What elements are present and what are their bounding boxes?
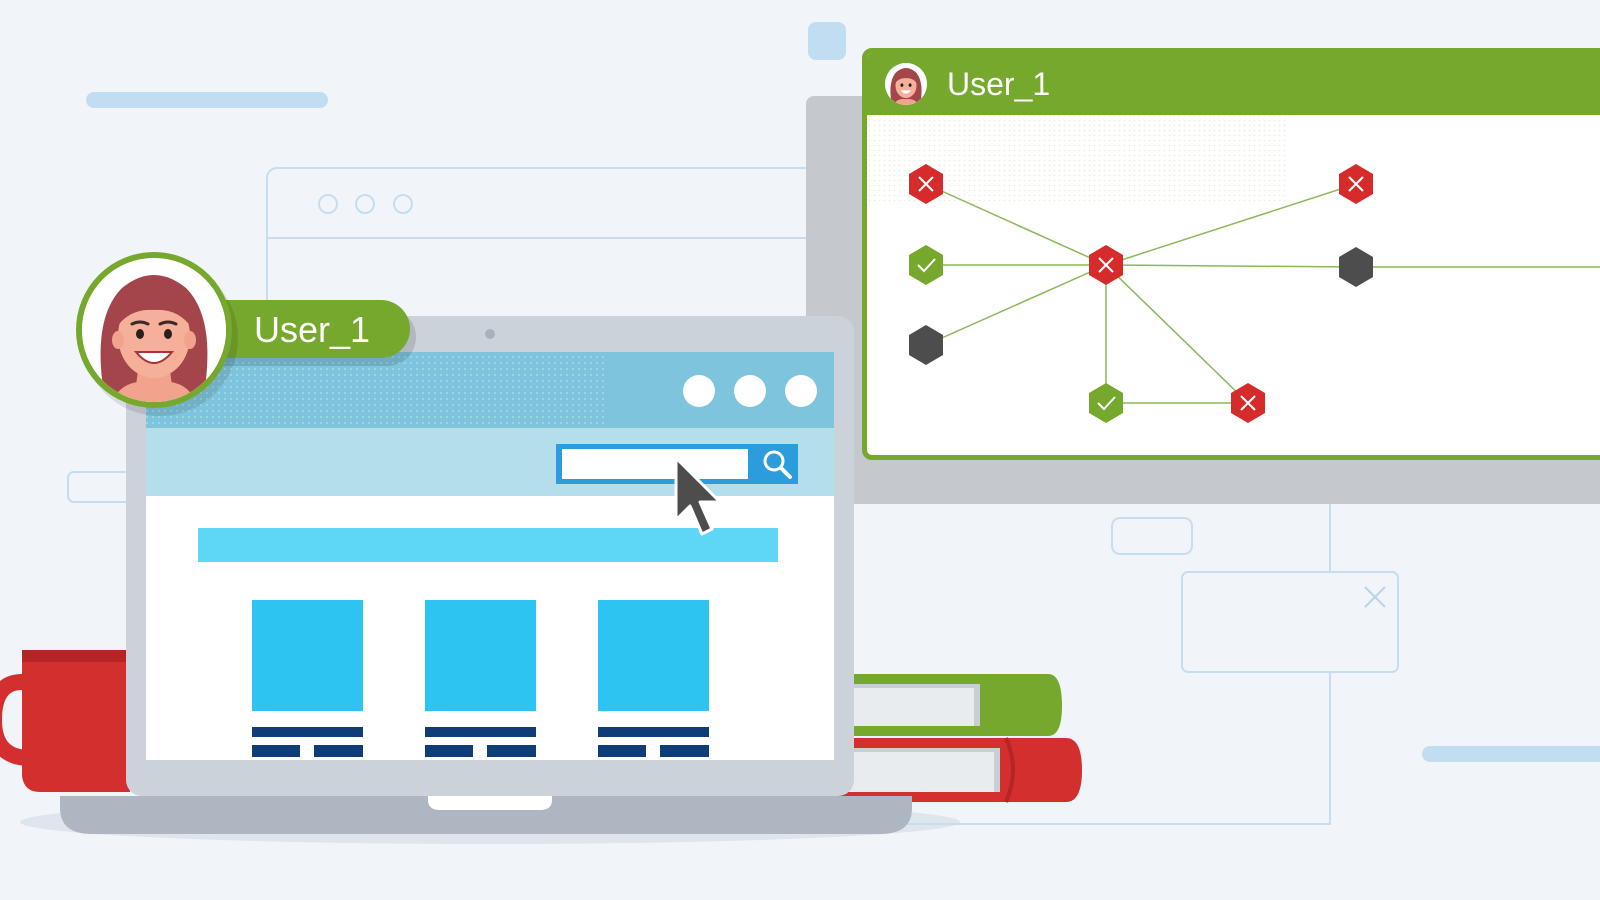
user-badge-label: User_1 [254,309,371,350]
close-icon[interactable] [1362,584,1388,610]
check-icon [1097,396,1116,411]
search-box [556,444,798,484]
graph-node-neutral[interactable] [909,325,943,365]
graph-node-pass[interactable] [1089,383,1123,423]
window-maximize-button[interactable] [734,375,766,407]
user-avatar-icon [82,258,226,402]
search-button[interactable] [756,444,798,484]
x-icon [1240,395,1256,411]
graph-node-fail[interactable] [909,164,943,204]
graph-window-header: User_1 [867,53,1600,115]
x-icon [918,176,934,192]
laptop [60,316,912,834]
window-close-button[interactable] [785,375,817,407]
coffee-mug [0,650,130,792]
network-graph [867,115,1600,423]
avatar[interactable] [76,252,232,408]
search-input[interactable] [562,449,748,479]
graph-window-title: User_1 [947,66,1051,102]
search-icon [763,450,792,479]
graph-node-fail-center[interactable] [1089,245,1123,285]
graph-edges [925,183,1600,404]
graph-node-pass[interactable] [909,245,943,285]
x-icon [1098,257,1114,273]
x-icon [1348,176,1364,192]
check-icon [917,258,936,273]
user-avatar-icon [885,63,927,105]
graph-node-fail[interactable] [1339,164,1373,204]
graph-node-neutral[interactable] [1339,247,1373,287]
graph-node-fail[interactable] [1231,383,1265,423]
avatar[interactable] [885,63,927,105]
window-minimize-button[interactable] [683,375,715,407]
book-stack [830,674,1082,803]
graph-window: User_1 [862,48,1600,460]
mouse-cursor-icon [674,456,722,536]
